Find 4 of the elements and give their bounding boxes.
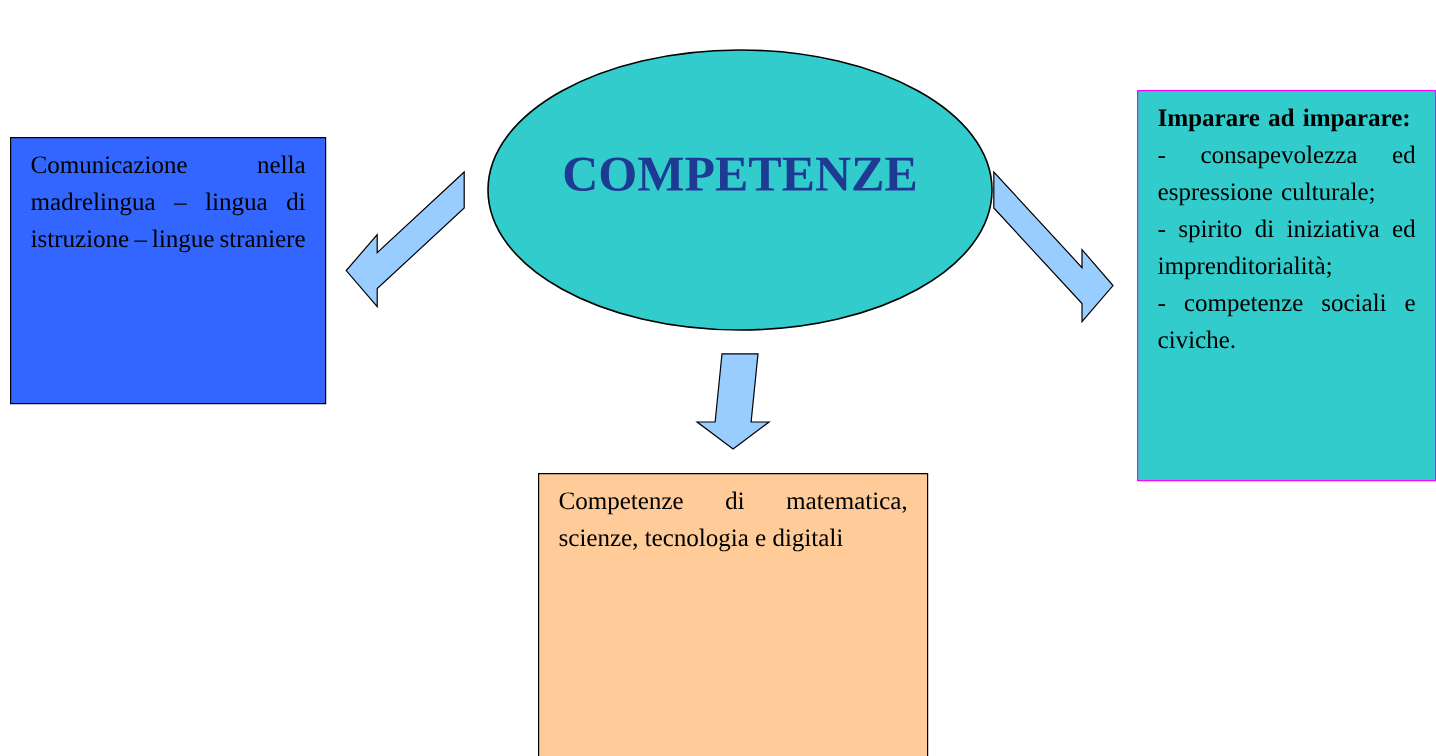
text-box: Imparare ad imparare: - consapevolezza ed espressione culturale; - spirito di iniziativa ed imprenditorialità; - competenze sociali e civiche.: [1137, 90, 1436, 482]
text-box: Competenze di matematica, scienze, tecnologia e digitali: [538, 473, 929, 756]
block-arrow: [695, 353, 771, 450]
text-box: Comunicazione nella madrelingua – lingua di istruzione – lingue straniere: [10, 137, 327, 405]
